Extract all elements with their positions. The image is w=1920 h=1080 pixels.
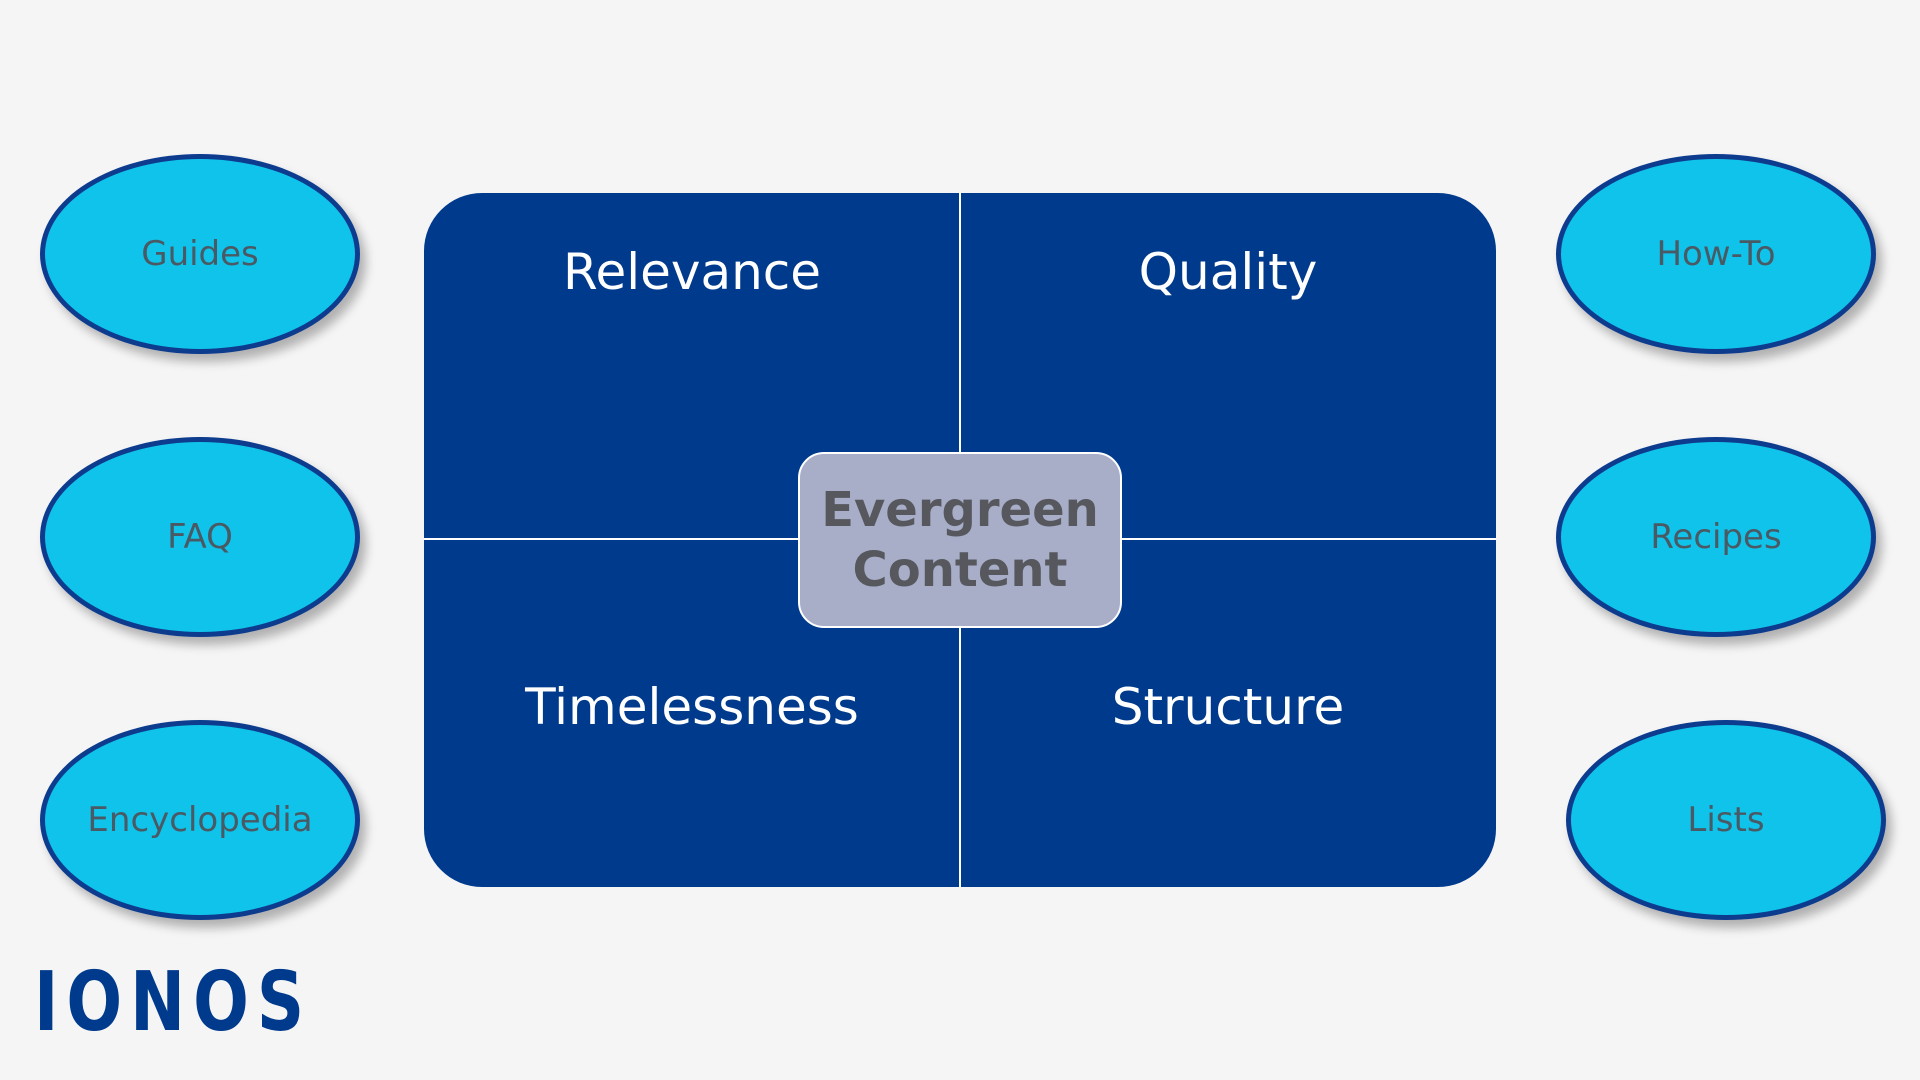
ellipse-faq: FAQ	[40, 437, 360, 637]
ellipse-encyclopedia: Encyclopedia	[40, 720, 360, 920]
ellipse-label-guides: Guides	[141, 234, 259, 274]
ellipse-label-recipes: Recipes	[1650, 517, 1782, 557]
center-evergreen-content: Evergreen Content	[798, 452, 1122, 628]
ellipse-guides: Guides	[40, 154, 360, 354]
evergreen-matrix: Relevance Quality Timelessness Structure	[424, 193, 1496, 887]
ellipse-label-how-to: How-To	[1656, 234, 1776, 274]
ellipse-how-to: How-To	[1556, 154, 1876, 354]
quadrant-structure: Structure	[1111, 678, 1345, 736]
quadrant-timelessness: Timelessness	[525, 678, 859, 736]
quadrant-quality: Quality	[1138, 243, 1318, 301]
ellipse-lists: Lists	[1566, 720, 1886, 920]
ellipse-label-faq: FAQ	[167, 517, 233, 557]
quadrant-relevance: Relevance	[562, 243, 822, 301]
ellipse-label-encyclopedia: Encyclopedia	[87, 800, 313, 840]
center-title-line1: Evergreen	[821, 482, 1099, 538]
ellipse-label-lists: Lists	[1687, 800, 1765, 840]
ellipse-recipes: Recipes	[1556, 437, 1876, 637]
center-title-line2: Content	[852, 542, 1068, 598]
ionos-logo: IONOS	[34, 954, 313, 1050]
